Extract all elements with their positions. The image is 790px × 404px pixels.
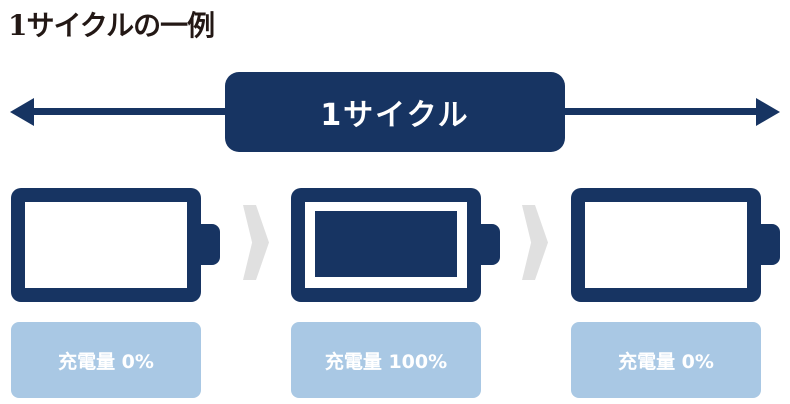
charge-label: 充電量 100% — [291, 322, 481, 398]
charge-label: 充電量 0% — [571, 322, 761, 398]
battery-terminal — [761, 224, 780, 265]
arrow-right-icon — [756, 98, 780, 126]
battery-full-icon — [291, 188, 481, 302]
next-arrow-icon — [243, 205, 269, 280]
battery-charge-fill — [315, 211, 457, 277]
battery-terminal — [201, 224, 220, 265]
diagram-title: 1サイクルの一例 — [8, 9, 215, 42]
battery-empty-icon — [571, 188, 761, 302]
battery-terminal — [481, 224, 500, 265]
arrow-left-icon — [10, 98, 34, 126]
cycle-banner: 1サイクル — [225, 72, 565, 152]
next-arrow-icon — [522, 205, 548, 280]
battery-empty-icon — [11, 188, 201, 302]
charge-label: 充電量 0% — [11, 322, 201, 398]
